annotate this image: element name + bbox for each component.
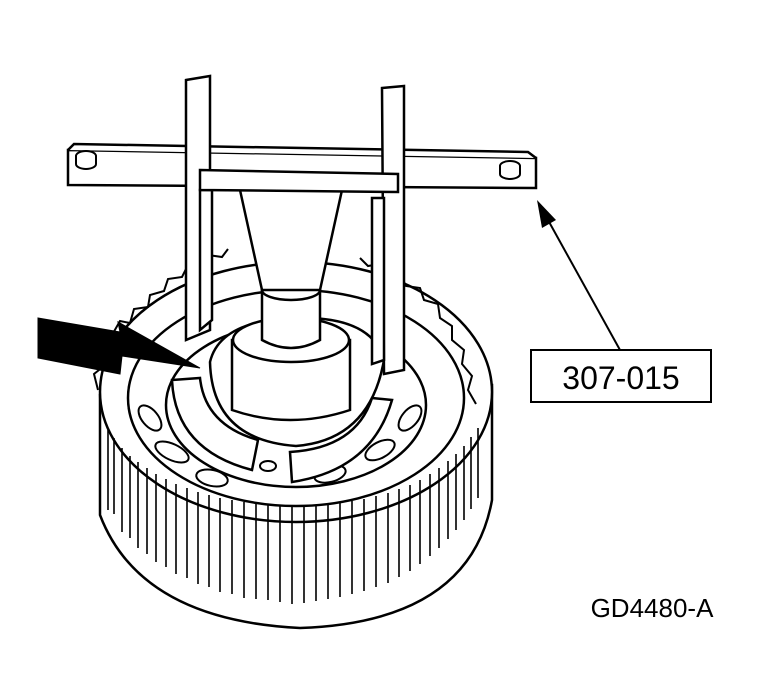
callout-leader bbox=[537, 200, 621, 351]
sprocket-slots bbox=[137, 404, 423, 488]
tool-number-callout: 307-015 bbox=[530, 349, 712, 403]
sprocket-side-teeth bbox=[107, 428, 479, 604]
figure-id: GD4480-A bbox=[591, 593, 714, 623]
puller-frame bbox=[66, 74, 538, 376]
crossbar-pins bbox=[75, 150, 521, 180]
tool-number-label: 307-015 bbox=[562, 360, 679, 396]
indicator-arrow bbox=[37, 317, 201, 375]
